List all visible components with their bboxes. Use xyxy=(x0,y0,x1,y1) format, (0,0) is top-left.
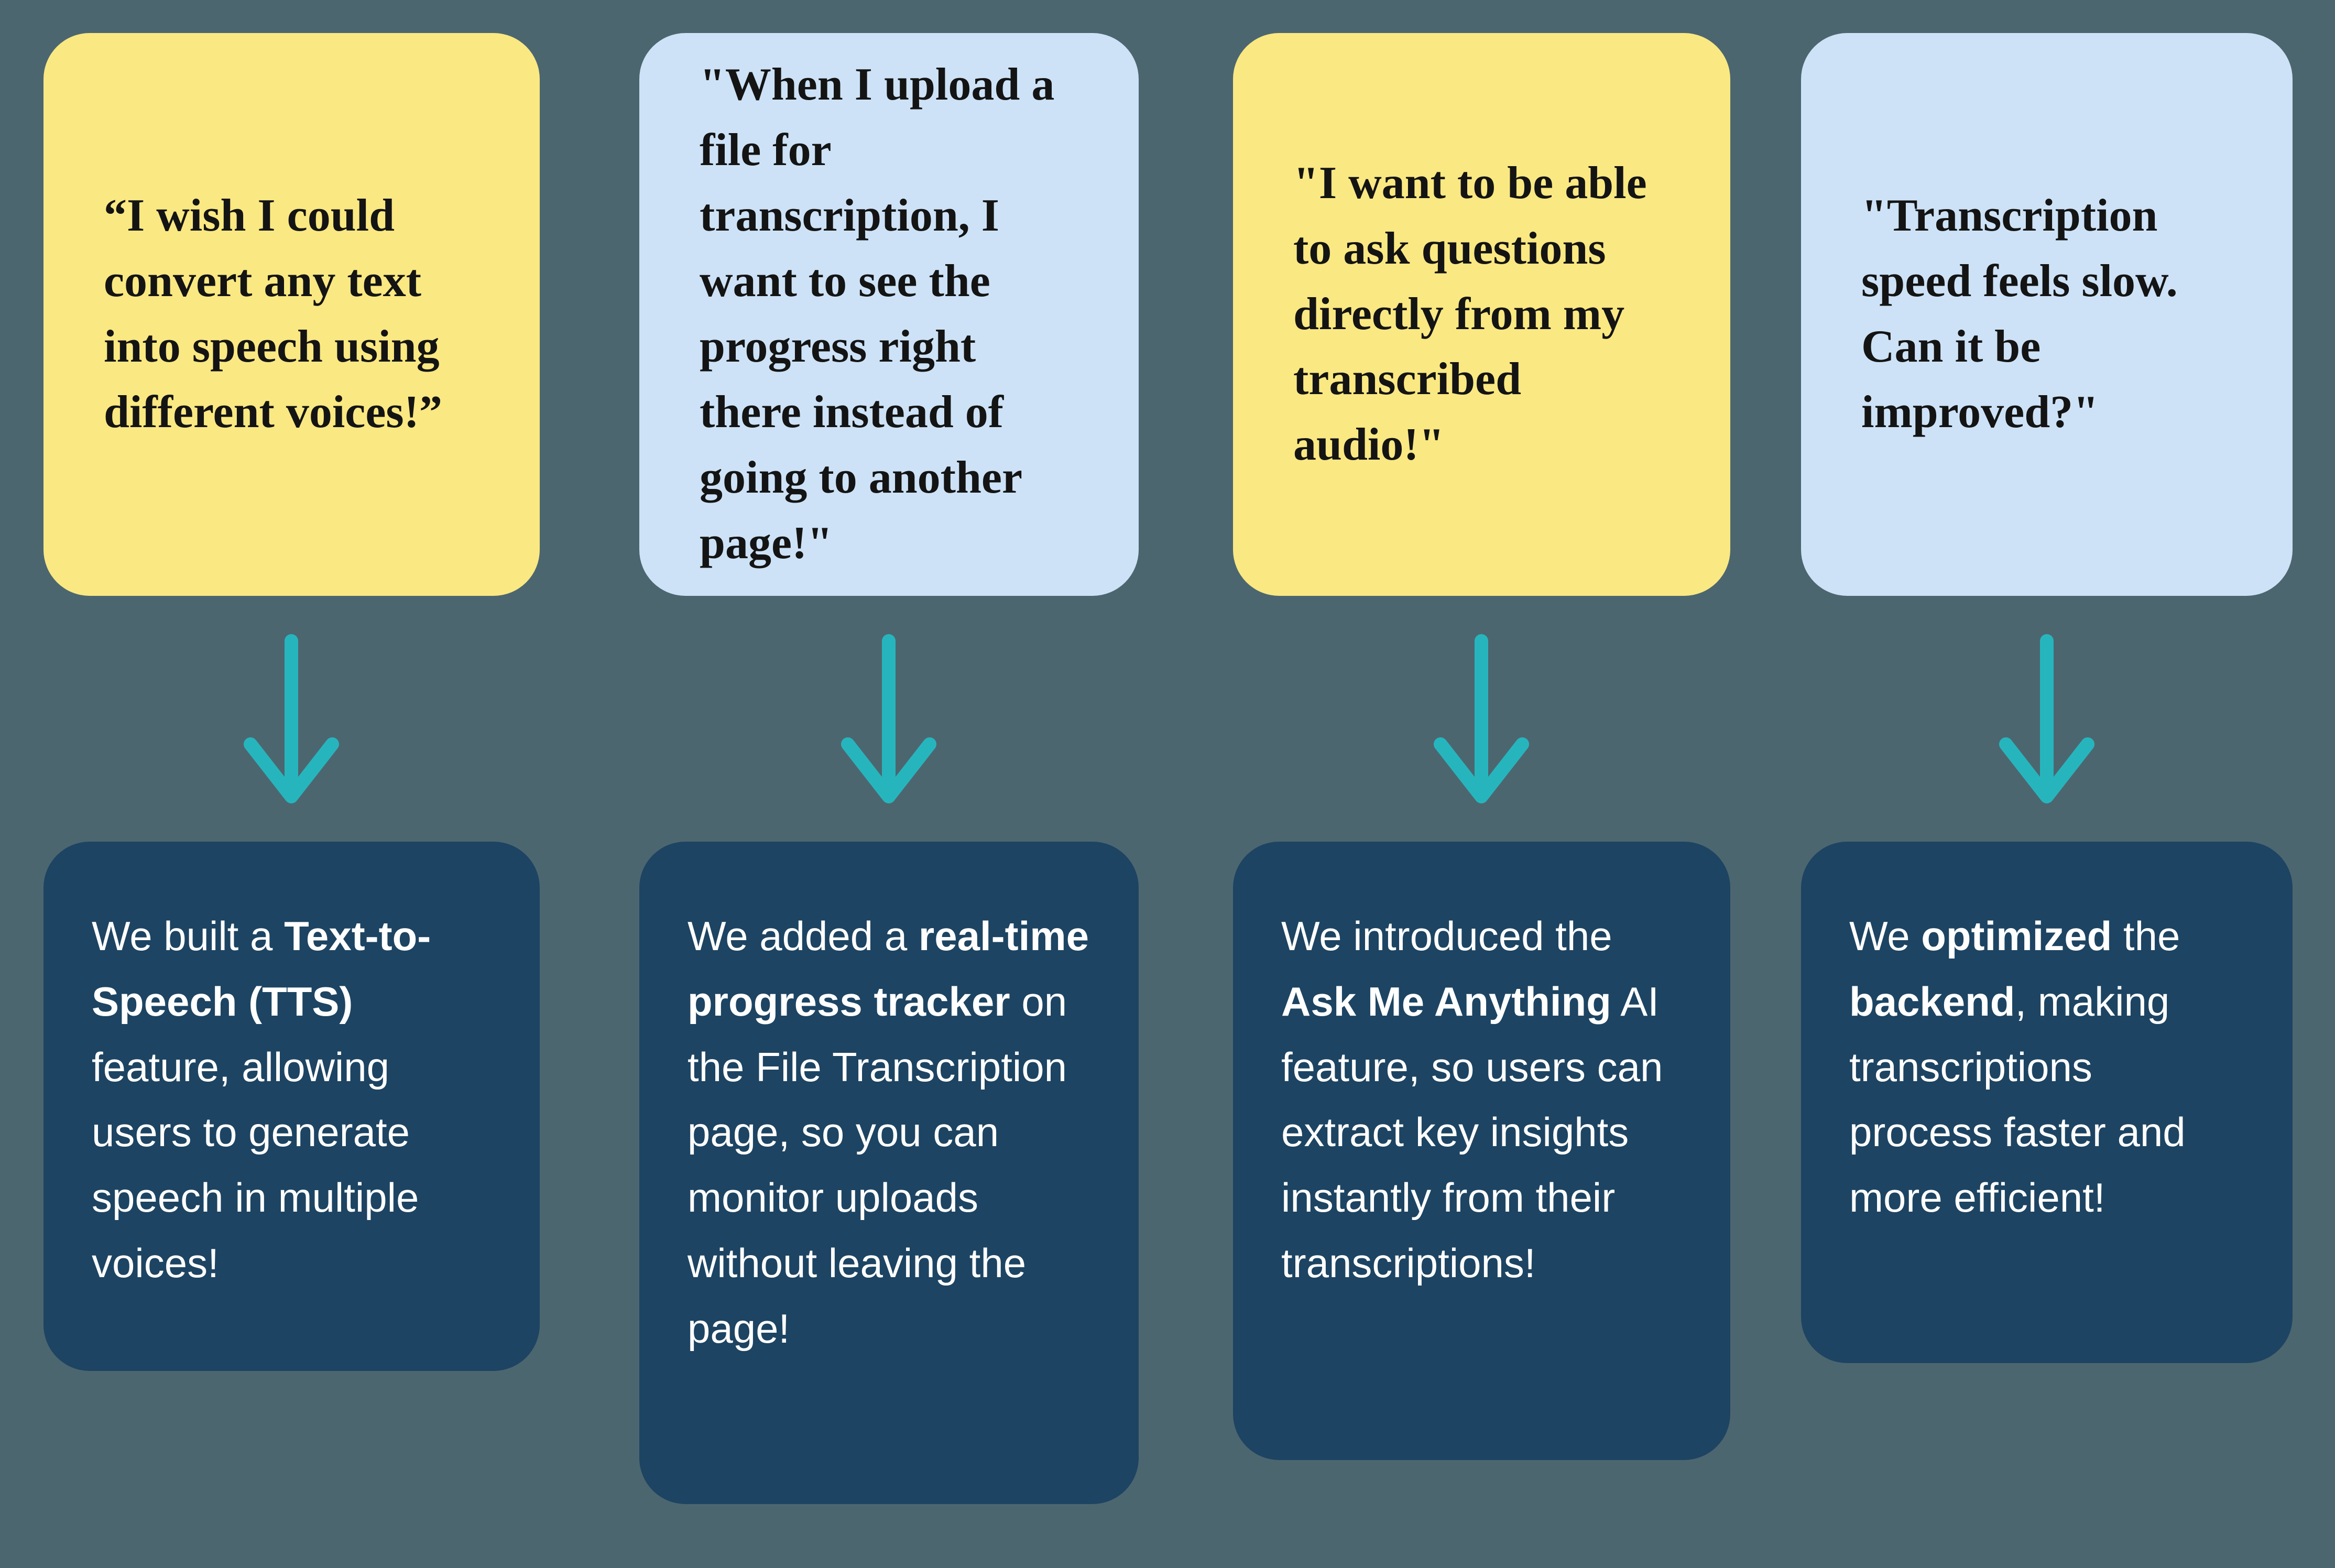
down-arrow-icon-1 xyxy=(239,634,344,807)
feature-response-card-1: We built a Text-to-Speech (TTS) feature,… xyxy=(43,842,540,1371)
feature-response-card-4: We optimized the backend, making transcr… xyxy=(1801,842,2293,1363)
feature-response-card-2: We added a real-time progress tracker on… xyxy=(639,842,1139,1504)
response-text-1: We built a Text-to-Speech (TTS) feature,… xyxy=(92,913,431,1286)
user-quote-note-1: “I wish I could convert any text into sp… xyxy=(43,33,540,596)
user-quote-note-2: "When I upload a file for transcription,… xyxy=(639,33,1139,596)
down-arrow-icon-3 xyxy=(1429,634,1534,807)
down-arrow-icon-2 xyxy=(836,634,941,807)
response-text-4: We optimized the backend, making transcr… xyxy=(1849,913,2186,1221)
quote-text-4: "Transcription speed feels slow. Can it … xyxy=(1861,190,2178,438)
response-text-3: We introduced the Ask Me Anything AI fea… xyxy=(1281,913,1663,1286)
down-arrow-icon-4 xyxy=(1994,634,2099,807)
user-quote-note-3: "I want to be able to ask questions dire… xyxy=(1233,33,1730,596)
response-text-2: We added a real-time progress tracker on… xyxy=(688,913,1089,1352)
quote-text-1: “I wish I could convert any text into sp… xyxy=(104,190,442,438)
feature-response-card-3: We introduced the Ask Me Anything AI fea… xyxy=(1233,842,1730,1460)
user-quote-note-4: "Transcription speed feels slow. Can it … xyxy=(1801,33,2293,596)
quote-text-2: "When I upload a file for transcription,… xyxy=(700,59,1055,569)
quote-text-3: "I want to be able to ask questions dire… xyxy=(1293,157,1647,471)
